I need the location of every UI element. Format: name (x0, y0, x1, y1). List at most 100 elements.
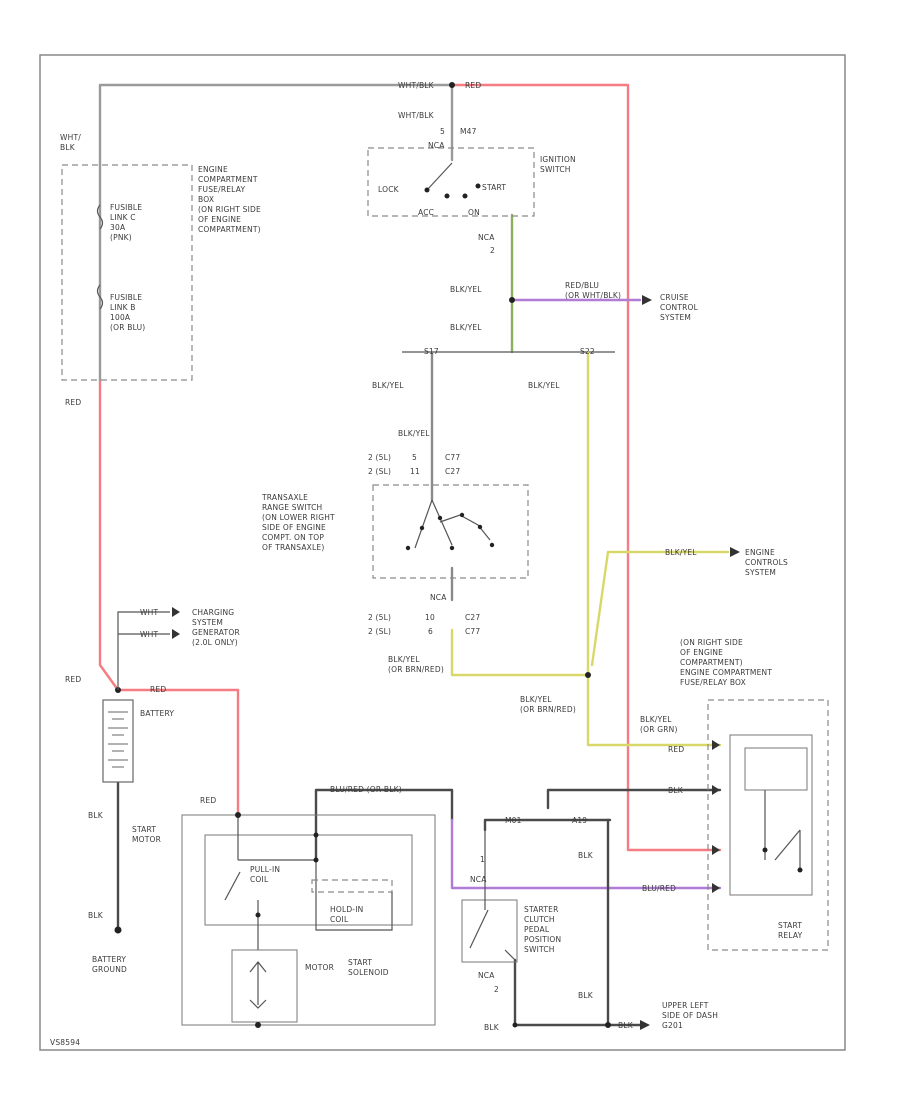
label-blured-relay: BLU/RED (642, 884, 676, 893)
label-splice-l: S17 (424, 347, 439, 356)
ign-node-on (462, 193, 468, 199)
wire-blk-relay-top (546, 788, 722, 810)
wire-blu-red (314, 788, 454, 862)
label-wht-b: WHT (140, 630, 158, 639)
label-blk-batt2: BLK (88, 911, 104, 920)
label-tr-conn-d: C77 (465, 627, 480, 636)
label-battery: BATTERY (140, 709, 174, 718)
label-ign-lock: LOCK (378, 185, 400, 194)
clutch-switch-box (461, 899, 518, 963)
start-solenoid-box (204, 834, 413, 926)
label-red-motor: RED (200, 796, 216, 805)
label-tr-nca: NCA (430, 593, 447, 602)
tr-switch-box (372, 484, 529, 579)
label-ign-pin: 5 (440, 127, 445, 136)
label-m01: M01 (505, 816, 522, 825)
tr-node-4 (459, 512, 465, 518)
clutch-leads (484, 830, 516, 961)
label-blkyel-orgrn: BLK/YEL(OR GRN) (640, 715, 678, 734)
tr-contact (431, 499, 453, 546)
label-ign-start: START (482, 183, 506, 192)
wire-tr-out-y (450, 628, 590, 677)
arrow-ecs (730, 547, 740, 557)
battery-cells (108, 711, 128, 768)
label-wht-a: WHT (140, 608, 158, 617)
relay-arrow-1 (712, 740, 720, 750)
wire-wht-blk-top (98, 83, 454, 384)
relay-node-1 (762, 847, 768, 853)
label-red-left: RED (65, 398, 81, 407)
label-ign-on: ON (468, 208, 480, 217)
label-clutch-nca: NCA (470, 875, 487, 884)
label-red-batt: RED (65, 675, 81, 684)
splice-top (449, 82, 455, 88)
label-ign-conn: M47 (460, 127, 477, 136)
starter-red-node (235, 812, 241, 818)
relay-arrow-4 (712, 883, 720, 893)
label-blkyel-3: BLK/YEL (372, 381, 404, 390)
label-blkyel-2: BLK/YEL (450, 323, 482, 332)
label-diagram-id: VS8594 (50, 1038, 80, 1047)
label-tr-conn-a: C77 (445, 453, 460, 462)
label-blkyel-orbrn: BLK/YEL(OR BRN/RED) (388, 655, 444, 674)
tr-arc (414, 499, 491, 549)
label-tr-pin-a2: 2 (SL) (368, 467, 391, 476)
wire-red-left (98, 380, 120, 692)
start-relay-box (729, 734, 813, 896)
label-blk-gnd: BLK (484, 1023, 500, 1032)
label-tr-conn-c: C27 (465, 613, 480, 622)
wire-red-top (450, 83, 722, 852)
label-tr-pin-c: 11 (410, 467, 420, 476)
wire-clutch-top (483, 818, 612, 832)
solenoid-node-2 (313, 857, 319, 863)
label-tr-pin-a: 2 (5L) (368, 453, 391, 462)
fusible-link-b (96, 284, 104, 310)
wire-ecs (590, 550, 730, 667)
label-red-batt2: RED (150, 685, 166, 694)
ground-node (605, 1022, 611, 1028)
label-blkyel-1: BLK/YEL (450, 285, 482, 294)
splice-ecs (585, 672, 591, 678)
splice-ign-out (509, 297, 515, 303)
label-blk-clutch: BLK (578, 851, 594, 860)
ign-node-start (475, 183, 481, 189)
arrow-cruise (642, 295, 652, 305)
motor-symbol (249, 961, 267, 1009)
label-ign-nca: NCA (428, 141, 445, 150)
motor-node-top (255, 912, 261, 918)
label-blurred: BLU/RED (OR BLK) (330, 785, 402, 794)
label-a19: A19 (572, 816, 587, 825)
label-ign-wire: WHT/BLK (398, 111, 435, 120)
label-top-red: RED (465, 81, 481, 90)
label-blk-gnd2: BLK (618, 1021, 634, 1030)
start-motor-outer (181, 814, 436, 1026)
clutch-contact (469, 909, 489, 949)
label-blk-top: BLK (668, 786, 684, 795)
wire-red-starter (116, 688, 240, 817)
label-blkyel-4: BLK/YEL (528, 381, 560, 390)
tr-node-1 (405, 545, 411, 551)
label-tr-pin-e: 10 (425, 613, 435, 622)
wire-clutch-down (513, 958, 610, 1027)
holdin-coil-box (311, 879, 393, 893)
label-ign-out-pin: 2 (490, 246, 495, 255)
label-ign-acc: ACC (418, 208, 434, 217)
relay-arrow-2 (712, 785, 720, 795)
label-whtblk-left: WHT/BLK (60, 133, 81, 152)
label-blk-batt: BLK (88, 811, 104, 820)
label-redblu-cc: RED/BLU(OR WHT/BLK) (565, 281, 621, 300)
motor-node-bottom (255, 1022, 261, 1028)
